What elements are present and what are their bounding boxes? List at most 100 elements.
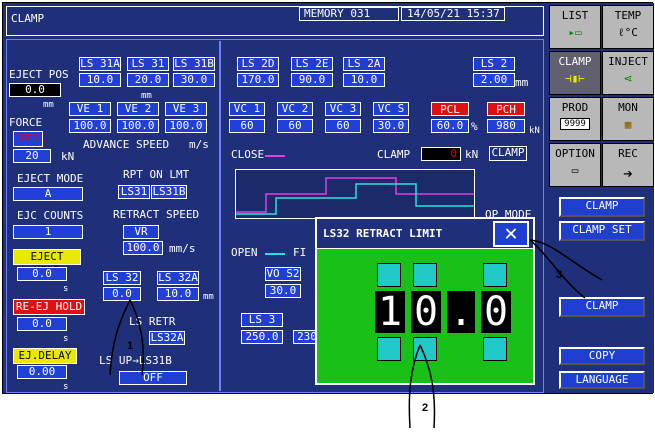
ls2a-label: LS 2A [343, 57, 385, 71]
ls31a-label: LS 31A [79, 57, 121, 71]
clamp-mode-button[interactable]: CLAMP [559, 297, 645, 317]
main-frame [6, 39, 544, 393]
digit-tenths: 0 [481, 291, 511, 333]
ve2-label: VE 2 [117, 102, 159, 116]
ve3-value[interactable]: 100.0 [165, 119, 207, 133]
ls2-unit: mm [515, 76, 529, 89]
rpt-ls31-button[interactable]: LS31 [118, 185, 150, 199]
ls2-value[interactable]: 2.00 [473, 73, 515, 87]
ls-retr-label: LS RETR [129, 315, 176, 328]
ve3-label: VE 3 [165, 102, 207, 116]
ls3b-value[interactable]: 230 [293, 330, 321, 344]
vr-value[interactable]: 100.0 [123, 241, 163, 255]
decimal-point: . [447, 289, 475, 335]
inject-icon: ⋖ [623, 72, 633, 85]
monitor-icon: ▦ [624, 118, 632, 131]
force-value[interactable]: 20 [13, 149, 51, 163]
list-icon: ▸▭ [568, 26, 582, 39]
vc3-value[interactable]: 60 [325, 119, 361, 133]
force-button[interactable]: FEJ [13, 131, 43, 147]
thermometer-icon: ℓ°C [618, 26, 638, 39]
ls31-label: LS 31 [127, 57, 169, 71]
vc1-value[interactable]: 60 [229, 119, 265, 133]
ls-retr-value[interactable]: LS32A [149, 331, 185, 345]
callout-hand-1 [109, 299, 145, 376]
ve1-label: VE 1 [69, 102, 111, 116]
ej-delay-value[interactable]: 0.00 [17, 365, 67, 379]
ej-delay-unit: s [63, 382, 69, 392]
digit2-up-button[interactable] [413, 263, 437, 287]
ls2d-value[interactable]: 170.0 [237, 73, 279, 87]
ej-delay-button[interactable]: EJ.DELAY [13, 348, 77, 364]
datetime-label: 14/05/21 15:37 [407, 7, 500, 20]
ls31b-value[interactable]: 30.0 [173, 73, 215, 87]
eject-hold-value[interactable]: 0.0 [17, 267, 67, 281]
eject-mode-value[interactable]: A [13, 187, 83, 201]
prod-counter-icon: 9999 [560, 118, 590, 130]
header-bar [6, 6, 544, 36]
ejc-counts-value[interactable]: 1 [13, 225, 83, 239]
menu-clamp-button[interactable]: CLAMP⊣▮⊢ [549, 51, 601, 95]
pch-button[interactable]: PCH [487, 102, 525, 116]
language-button[interactable]: LANGUAGE [559, 371, 645, 389]
rpt-ls31b-button[interactable]: LS31B [151, 185, 187, 199]
vr-label: VR [123, 225, 159, 239]
callout-number-1: 1 [127, 340, 134, 352]
profile-svg [236, 177, 474, 215]
menu-mon-button[interactable]: MON ▦ [602, 97, 654, 141]
digit1-down-button[interactable] [377, 337, 401, 361]
copy-button[interactable]: COPY [559, 347, 645, 365]
vcs-label: VC S [373, 102, 409, 116]
vc2-label: VC 2 [277, 102, 313, 116]
menu-mon-label: MON [618, 101, 638, 114]
menu-option-button[interactable]: OPTION▭ [549, 143, 601, 187]
memory-label: MEMORY 031 [304, 7, 371, 20]
ls31b-label: LS 31B [173, 57, 215, 71]
vr-unit: mm/s [169, 242, 196, 255]
re-ej-hold-value[interactable]: 0.0 [17, 317, 67, 331]
ls31-value[interactable]: 20.0 [127, 73, 169, 87]
popup-title: LS32 RETRACT LIMIT [323, 227, 443, 240]
ve1-value[interactable]: 100.0 [69, 119, 111, 133]
ls2e-value[interactable]: 90.0 [291, 73, 333, 87]
digit4-up-button[interactable] [483, 263, 507, 287]
menu-inject-label: INJECT [608, 55, 648, 68]
callout-number-2: 2 [422, 402, 429, 414]
menu-list-button[interactable]: LIST▸▭ [549, 5, 601, 49]
clamp-screen-button[interactable]: CLAMP [559, 197, 645, 217]
digit1-up-button[interactable] [377, 263, 401, 287]
clamp-icon: ⊣▮⊢ [565, 72, 585, 85]
pch-value[interactable]: 980 [487, 119, 525, 133]
ls2a-value[interactable]: 10.0 [343, 73, 385, 87]
ls3-value[interactable]: 250.0 [241, 330, 283, 344]
close-legend-line [265, 155, 285, 157]
vo-s2-value[interactable]: 30.0 [265, 284, 301, 298]
vo-s2-label: VO S2 [265, 267, 301, 281]
menu-inject-button[interactable]: INJECT ⋖ [602, 51, 654, 95]
ls32a-value[interactable]: 10.0 [157, 287, 199, 301]
pcl-button[interactable]: PCL [431, 102, 469, 116]
rpt-on-lmt-label: RPT ON LMT [123, 168, 190, 181]
ls31a-value[interactable]: 10.0 [79, 73, 121, 87]
force-label: FORCE [9, 116, 43, 129]
menu-rec-button[interactable]: REC➔ [602, 143, 654, 187]
pcl-unit: % [471, 120, 478, 133]
digit4-down-button[interactable] [483, 337, 507, 361]
close-icon[interactable]: ✕ [493, 221, 529, 247]
ls-up-value[interactable]: OFF [119, 371, 187, 385]
clamp-state-box: CLAMP [489, 146, 527, 161]
callout-hand-3 [529, 239, 603, 299]
ls32-value[interactable]: 0.0 [103, 287, 141, 301]
ls2-label: LS 2 [473, 57, 515, 71]
eject-pos-value[interactable]: 0.0 [9, 83, 61, 97]
pcl-value[interactable]: 60.0 [431, 119, 469, 133]
vc2-value[interactable]: 60 [277, 119, 313, 133]
open-legend-line [265, 253, 285, 255]
re-ej-hold-button[interactable]: RE-EJ HOLD [13, 299, 85, 315]
clamp-set-button[interactable]: CLAMP SET [559, 221, 645, 241]
vcs-value[interactable]: 30.0 [373, 119, 409, 133]
record-arrow-icon: ➔ [623, 164, 633, 183]
ve2-value[interactable]: 100.0 [117, 119, 159, 133]
